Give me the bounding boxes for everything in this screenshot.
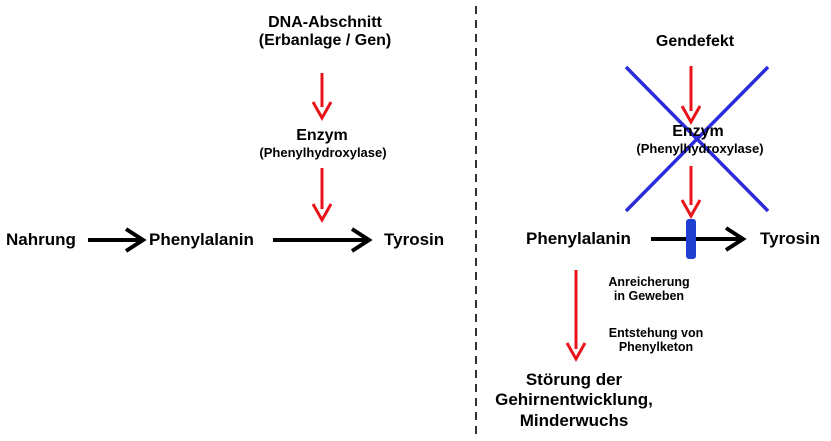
red-arrow-gendefekt-to-enzyme — [680, 66, 702, 126]
anreicherung-line-1: Anreicherung — [608, 275, 690, 289]
anreicherung-label: Anreicherung in Geweben — [608, 275, 689, 304]
black-arrow-phenylalanin-to-tyrosin — [273, 227, 373, 253]
tyrosin-label-right: Tyrosin — [760, 229, 821, 248]
red-arrow-enzyme-to-reaction-right — [680, 166, 702, 220]
stoerung-line-3: Minderwuchs — [519, 410, 629, 430]
enzyme-label: Enzym — [296, 127, 348, 145]
red-arrow-accumulation — [565, 270, 587, 363]
nahrung-label: Nahrung — [6, 230, 76, 249]
black-arrow-phenylalanin-to-tyrosin-right — [651, 226, 747, 252]
enzyme-subtitle: (Phenylhydroxylase) — [259, 145, 387, 160]
black-arrow-nahrung-to-phenylalanin — [88, 227, 147, 253]
phenylalanin-label-right: Phenylalanin — [526, 229, 631, 248]
dna-subtitle: (Erbanlage / Gen) — [258, 32, 392, 50]
blue-block-bar — [686, 219, 696, 259]
tyrosin-label: Tyrosin — [384, 230, 445, 249]
stoerung-label: Störung der Gehirnentwicklung, Minderwuc… — [495, 370, 653, 431]
blue-cross-icon — [624, 65, 770, 213]
red-arrow-enzyme-to-reaction — [311, 168, 333, 224]
enzyme-label-right: Enzym — [672, 123, 724, 140]
dna-title: DNA-Abschnitt — [268, 14, 382, 31]
enzyme-title: Enzym — [296, 127, 348, 144]
stoerung-line-2: Gehirnentwicklung, — [495, 390, 653, 410]
entstehung-line-2: Phenylketon — [618, 340, 694, 355]
anreicherung-line-2: in Geweben — [613, 289, 685, 304]
phenylalanin-label: Phenylalanin — [149, 230, 254, 249]
stoerung-line-1: Störung der — [525, 370, 623, 389]
entstehung-line-1: Entstehung von — [608, 326, 704, 340]
gendefekt-label: Gendefekt — [655, 33, 735, 50]
red-arrow-dna-to-enzyme — [311, 73, 333, 122]
entstehung-label: Entstehung von Phenylketon — [609, 326, 703, 355]
enzyme-subtitle-right: (Phenylhydroxylase) — [636, 141, 764, 156]
dna-label: DNA-Abschnitt (Erbanlage / Gen) — [259, 14, 391, 51]
